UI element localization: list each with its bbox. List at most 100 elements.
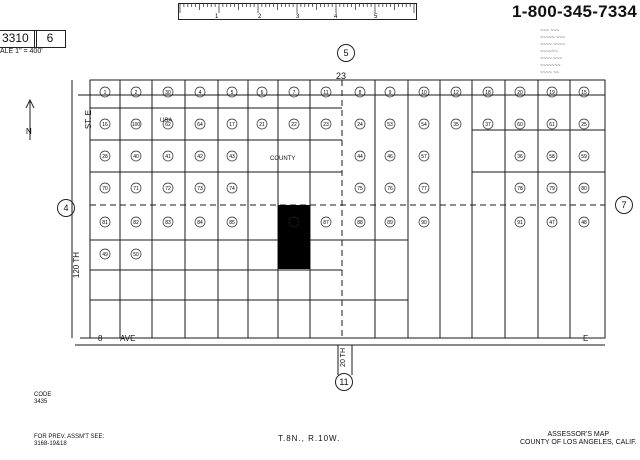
parcel-number[interactable]: 37 — [482, 118, 494, 130]
map-marker-west[interactable]: 4 — [57, 199, 75, 217]
parcel-number[interactable]: 8 — [354, 86, 366, 98]
parcel-number[interactable]: 62 — [162, 118, 174, 130]
parcel-number[interactable]: 2 — [130, 86, 142, 98]
svg-text:5: 5 — [231, 90, 234, 96]
parcel-number[interactable]: 89 — [384, 216, 396, 228]
tax-code-value: 3435 — [34, 399, 48, 405]
svg-text:9: 9 — [389, 90, 392, 96]
parcel-number[interactable]: 83 — [162, 216, 174, 228]
svg-text:64: 64 — [197, 122, 203, 128]
map-marker-north[interactable]: 5 — [337, 44, 355, 62]
parcel-number[interactable]: 75 — [354, 182, 366, 194]
parcel-number[interactable]: 6 — [256, 86, 268, 98]
parcel-number[interactable]: 74 — [226, 182, 238, 194]
parcel-number[interactable]: 91 — [514, 216, 526, 228]
parcel-number[interactable]: 78 — [514, 182, 526, 194]
parcel-number[interactable]: 15 — [578, 86, 590, 98]
highlighted-parcel[interactable] — [278, 205, 310, 269]
parcel-number[interactable]: 25 — [578, 118, 590, 130]
parcel-number[interactable]: 5 — [226, 86, 238, 98]
map-marker-east[interactable]: 7 — [615, 196, 633, 214]
parcel-number[interactable]: 72 — [162, 182, 174, 194]
parcel-number[interactable]: 90 — [418, 216, 430, 228]
parcel-number[interactable]: 22 — [288, 118, 300, 130]
parcel-number[interactable]: 87 — [320, 216, 332, 228]
parcel-number[interactable]: 7 — [288, 86, 300, 98]
svg-text:43: 43 — [229, 154, 235, 160]
parcel-number[interactable]: 11 — [320, 86, 332, 98]
parcel-number[interactable]: 77 — [418, 182, 430, 194]
parcel-number[interactable]: 24 — [354, 118, 366, 130]
svg-text:54: 54 — [421, 122, 427, 128]
svg-text:58: 58 — [549, 154, 555, 160]
parcel-number[interactable]: 42 — [194, 150, 206, 162]
avenue-label: AVE — [120, 334, 136, 343]
svg-text:62: 62 — [165, 122, 171, 128]
parcel-number[interactable]: 88 — [354, 216, 366, 228]
parcel-number[interactable]: 84 — [194, 216, 206, 228]
parcel-number[interactable]: 44 — [354, 150, 366, 162]
parcel-number[interactable]: 9 — [384, 86, 396, 98]
svg-text:42: 42 — [197, 154, 203, 160]
parcel-number[interactable]: 48 — [578, 216, 590, 228]
parcel-number[interactable]: 35 — [450, 118, 462, 130]
svg-text:5: 5 — [374, 14, 378, 20]
svg-text:25: 25 — [581, 122, 587, 128]
parcel-number[interactable]: 70 — [99, 182, 111, 194]
parcel-number[interactable]: 64 — [194, 118, 206, 130]
svg-text:35: 35 — [453, 122, 459, 128]
parcel-number[interactable]: 1 — [99, 86, 111, 98]
prev-assmt-line1: FOR PREV. ASSM'T SEE: — [34, 434, 105, 440]
north-arrow-icon — [25, 98, 35, 140]
parcel-number[interactable]: 100 — [130, 118, 142, 130]
parcel-number[interactable]: 49 — [99, 248, 111, 260]
svg-text:79: 79 — [549, 186, 555, 192]
parcel-number[interactable]: 82 — [130, 216, 142, 228]
parcel-number[interactable]: 46 — [384, 150, 396, 162]
parcel-number[interactable]: 47 — [546, 216, 558, 228]
parcel-number[interactable]: 53 — [384, 118, 396, 130]
parcel-number[interactable]: 21 — [256, 118, 268, 130]
svg-text:11: 11 — [323, 90, 328, 96]
parcel-number[interactable]: 10 — [418, 86, 430, 98]
svg-text:60: 60 — [517, 122, 523, 128]
svg-text:37: 37 — [485, 122, 491, 128]
parcel-number[interactable]: 59 — [578, 150, 590, 162]
parcel-number[interactable]: 79 — [546, 182, 558, 194]
parcel-number[interactable]: 57 — [418, 150, 430, 162]
parcel-number[interactable]: 50 — [130, 248, 142, 260]
parcel-number[interactable]: 16 — [99, 118, 111, 130]
parcel-number[interactable]: 41 — [162, 150, 174, 162]
svg-text:1: 1 — [215, 14, 219, 20]
parcel-number[interactable]: 30 — [162, 86, 174, 98]
parcel-number[interactable]: 40 — [130, 150, 142, 162]
parcel-number[interactable]: 81 — [99, 216, 111, 228]
svg-text:2: 2 — [258, 14, 262, 20]
parcel-number[interactable]: 19 — [546, 86, 558, 98]
parcel-number[interactable]: 86 — [288, 216, 300, 228]
county-label: COUNTY — [270, 156, 296, 162]
parcel-number[interactable]: 71 — [130, 182, 142, 194]
phone-number: 1-800-345-7334 — [512, 2, 638, 21]
avenue-letter-east: E — [583, 334, 589, 343]
parcel-number[interactable]: 73 — [194, 182, 206, 194]
parcel-number[interactable]: 18 — [482, 86, 494, 98]
parcel-number[interactable]: 61 — [546, 118, 558, 130]
parcel-number[interactable]: 12 — [450, 86, 462, 98]
parcel-number[interactable]: 80 — [578, 182, 590, 194]
parcel-number[interactable]: 54 — [418, 118, 430, 130]
parcel-number[interactable]: 43 — [226, 150, 238, 162]
parcel-number[interactable]: 85 — [226, 216, 238, 228]
parcel-number[interactable]: 60 — [514, 118, 526, 130]
parcel-number[interactable]: 58 — [546, 150, 558, 162]
parcel-number[interactable]: 36 — [514, 150, 526, 162]
parcel-number[interactable]: 20 — [514, 86, 526, 98]
parcel-number[interactable]: 4 — [194, 86, 206, 98]
svg-text:57: 57 — [421, 154, 427, 160]
parcel-number[interactable]: 76 — [384, 182, 396, 194]
parcel-number[interactable]: 17 — [226, 118, 238, 130]
parcel-number[interactable]: 28 — [99, 150, 111, 162]
map-marker-south[interactable]: 11 — [335, 373, 353, 391]
svg-text:41: 41 — [165, 154, 171, 160]
parcel-number[interactable]: 23 — [320, 118, 332, 130]
